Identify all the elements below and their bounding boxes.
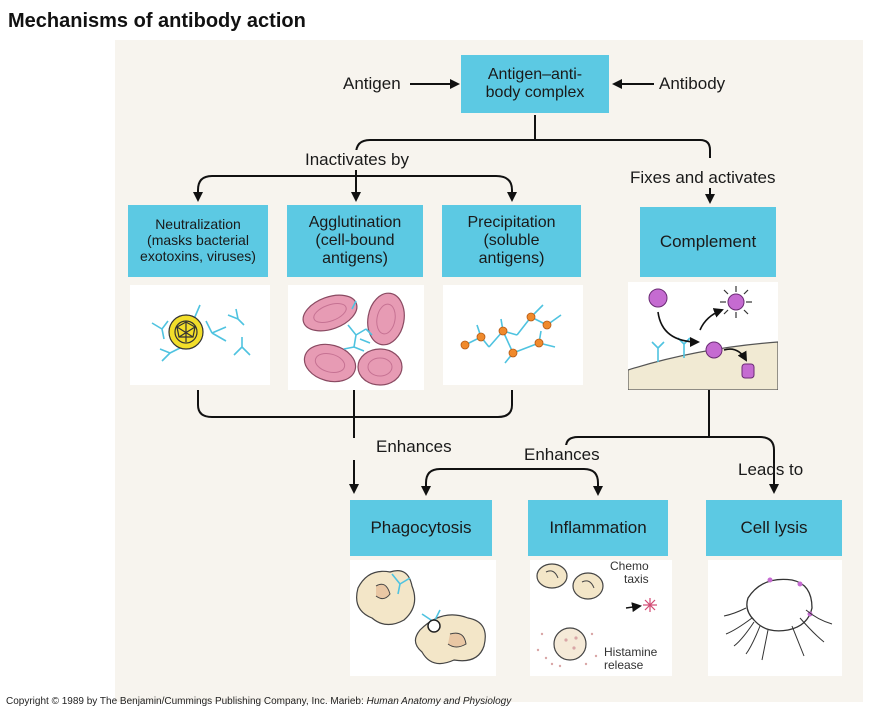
agglutination-illustration: [288, 285, 424, 390]
agglutination-line-2: (cell-bound: [315, 232, 395, 250]
chemotaxis-label: Chemo taxis: [610, 560, 649, 585]
neutralization-line-2: (masks bacterial: [147, 232, 249, 249]
inflammation-illustration: [530, 560, 672, 676]
histamine-line-1: Histamine: [604, 645, 658, 659]
book-title: Human Anatomy and Physiology: [366, 696, 512, 707]
leads-to-label: Leads to: [738, 460, 804, 479]
neutralization-illustration: [130, 285, 270, 385]
neutralization-line-1: Neutralization: [155, 216, 241, 233]
cell-lysis-illustration: [708, 560, 842, 676]
inflammation-box: Inflammation: [528, 500, 668, 556]
inflammation-label: Inflammation: [549, 518, 647, 538]
chemotaxis-line-1: Chemo: [610, 559, 649, 573]
page-title: Mechanisms of antibody action: [8, 10, 306, 32]
complement-illustration: [628, 282, 778, 390]
copyright-notice: Copyright © 1989 by The Benjamin/Cumming…: [6, 696, 511, 707]
histamine-release-label: Histamine release: [604, 646, 657, 671]
fixes-and-activates-label: Fixes and activates: [630, 168, 776, 187]
agglutination-line-1: Agglutination: [308, 214, 402, 232]
precipitation-line-2: (soluble: [483, 232, 540, 250]
enhances-right-label: Enhances: [522, 445, 602, 465]
enhances-left-label: Enhances: [376, 437, 452, 456]
cell-lysis-box: Cell lysis: [706, 500, 842, 556]
complement-label: Complement: [659, 232, 757, 252]
copyright-text: Copyright © 1989 by The Benjamin/Cumming…: [6, 696, 367, 707]
phagocytosis-label: Phagocytosis: [370, 518, 472, 538]
complement-box: Complement: [640, 207, 776, 277]
histamine-line-2: release: [604, 657, 644, 672]
phagocytosis-illustration: [350, 560, 496, 676]
antigen-label: Antigen: [343, 74, 401, 93]
agglutination-line-3: antigens): [322, 249, 388, 267]
inactivates-by-label: Inactivates by: [303, 150, 411, 170]
precipitation-illustration: [443, 285, 583, 385]
antibody-label: Antibody: [659, 74, 726, 93]
chemotaxis-line-2: taxis: [624, 571, 649, 586]
phagocytosis-box: Phagocytosis: [350, 500, 492, 556]
cell-lysis-label: Cell lysis: [740, 518, 808, 538]
precipitation-line-3: antigens): [478, 249, 545, 267]
neutralization-line-3: exotoxins, viruses): [140, 247, 256, 264]
precipitation-line-1: Precipitation: [467, 214, 556, 232]
complex-line-2: body complex: [485, 84, 585, 101]
antigen-antibody-complex-box: Antigen–anti-body complex: [461, 55, 609, 113]
complex-line-1: Antigen–anti-: [487, 66, 583, 84]
